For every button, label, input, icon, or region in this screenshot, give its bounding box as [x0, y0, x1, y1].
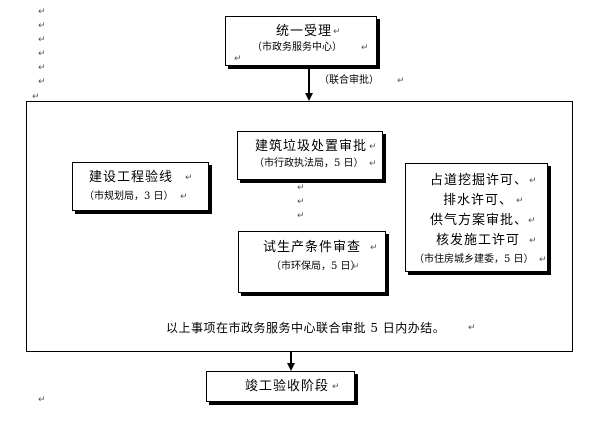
completion-acceptance-box: 竣工验收阶段 ↵ [206, 371, 355, 402]
construction-waste-subtitle: （市行政执法局，5 日） [254, 158, 364, 169]
permit-line-3: 供气方案审批、 [430, 213, 529, 228]
trial-production-subtitle: （市环保局，5 日） [271, 261, 361, 272]
project-line-check-subtitle: （市规划局，3 日） [84, 191, 174, 202]
completion-acceptance-title: 竣工验收阶段 [245, 379, 330, 394]
unified-acceptance-title: 统一受理 [276, 24, 333, 39]
joint-review-container [26, 101, 573, 352]
permit-line-2: 排水许可、 [443, 193, 514, 208]
construction-waste-title: 建筑垃圾处置审批 [255, 139, 368, 154]
arrow-to-completion [290, 352, 292, 364]
summary-text: 以上事项在市政务服务中心联合审批 5 日内办结。 [166, 321, 446, 335]
arrow-to-joint-review [308, 66, 310, 94]
construction-waste-box: 建筑垃圾处置审批 ↵ （市行政执法局，5 日） ↵ [237, 131, 383, 180]
permits-subtitle: （市住房城乡建委，5 日） [414, 254, 534, 265]
unified-acceptance-box: 统一受理 ↵ （市政务服务中心） ↵ ↵ [225, 16, 377, 66]
joint-review-label: （联合审批） [319, 75, 379, 86]
project-line-check-box: 建设工程验线 ↵ （市规划局，3 日） ↵ [72, 162, 209, 211]
permits-box: 占道挖掘许可、 ↵ 排水许可、 ↵ 供气方案审批、 ↵ 核发施工许可 ↵ （市住… [405, 163, 548, 272]
arrowhead-to-joint-review [305, 93, 313, 101]
arrowhead-to-completion [287, 363, 295, 371]
permit-line-4: 核发施工许可 [436, 233, 521, 248]
trial-production-box: 试生产条件审查 ↵ （市环保局，5 日） ↵ [238, 231, 386, 293]
unified-acceptance-subtitle: （市政务服务中心） [252, 42, 342, 53]
trial-production-title: 试生产条件审查 [263, 240, 362, 255]
project-line-check-title: 建设工程验线 [89, 170, 174, 185]
permit-line-1: 占道挖掘许可、 [430, 173, 529, 188]
